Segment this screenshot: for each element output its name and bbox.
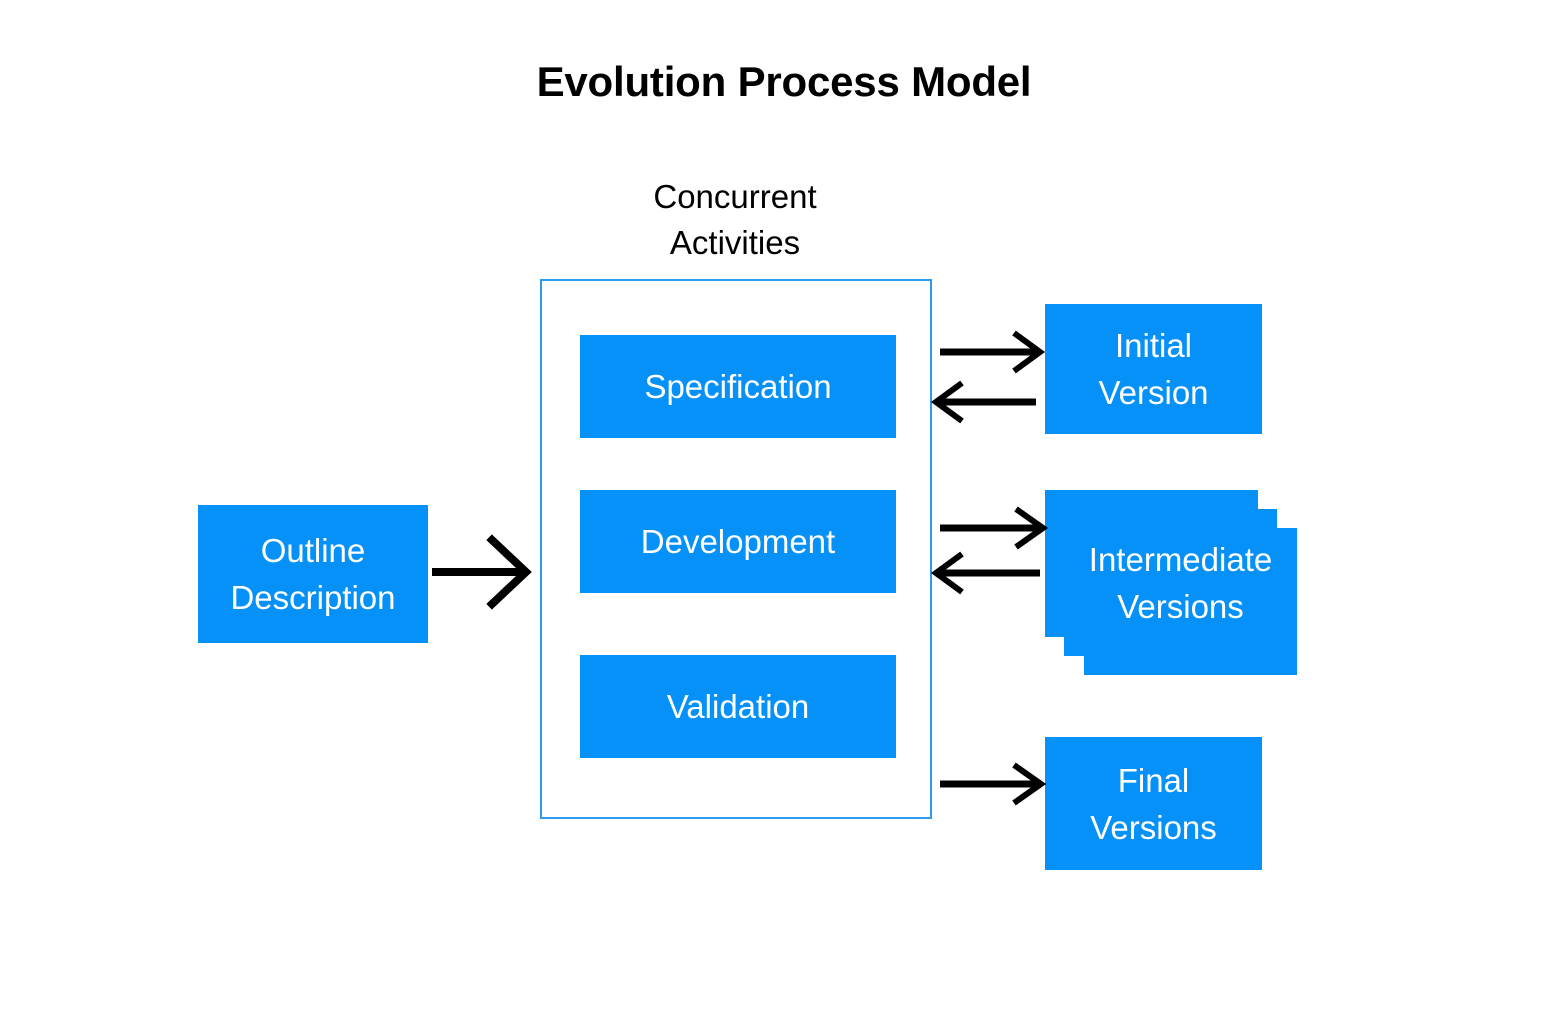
- initial-version-line-1: Initial: [1114, 327, 1193, 364]
- arrow-outline-to-activities-icon: [432, 534, 532, 610]
- intermediate-versions-label: Intermediate Versions: [1064, 509, 1297, 656]
- initial-version-line-2: Version: [1098, 374, 1209, 411]
- intermediate-versions-line-1: Intermediate: [1088, 540, 1273, 578]
- activity-box-validation[interactable]: Validation: [580, 655, 896, 758]
- caption-line-1: Concurrent: [653, 178, 817, 215]
- final-versions-line-1: Final: [1117, 761, 1190, 799]
- output-box-initial-version[interactable]: Initial Version: [1045, 304, 1262, 434]
- activity-label-specification: Specification: [644, 368, 832, 405]
- concurrent-activities-caption: Concurrent Activities: [560, 174, 910, 266]
- arrow-intermediate-versions-to-development-icon: [930, 551, 1040, 595]
- outline-description-label: Outline Description: [230, 527, 395, 621]
- final-versions-line-2: Versions: [1090, 808, 1217, 846]
- intermediate-versions-line-2: Versions: [1117, 587, 1244, 625]
- arrow-specification-to-initial-version-icon: [940, 330, 1046, 374]
- output-box-intermediate-versions[interactable]: Intermediate Versions: [1045, 490, 1305, 675]
- outline-description-line-2: Description: [230, 579, 396, 616]
- input-box-outline-description[interactable]: Outline Description: [198, 505, 428, 643]
- initial-version-label: Initial Version: [1098, 322, 1208, 416]
- activity-label-development: Development: [640, 523, 836, 560]
- final-versions-label: Final Versions: [1090, 757, 1217, 851]
- activity-box-development[interactable]: Development: [580, 490, 896, 593]
- output-box-final-versions[interactable]: Final Versions: [1045, 737, 1262, 870]
- page-title: Evolution Process Model: [536, 58, 1032, 105]
- intermediate-versions-sheet-front: [1084, 528, 1297, 675]
- outline-description-line-1: Outline: [260, 532, 366, 569]
- arrow-activities-to-final-versions-icon: [940, 762, 1047, 806]
- arrow-initial-version-to-specification-icon: [930, 380, 1036, 424]
- activity-box-specification[interactable]: Specification: [580, 335, 896, 438]
- activity-label-validation: Validation: [666, 688, 810, 725]
- arrow-development-to-intermediate-versions-icon: [940, 506, 1049, 550]
- caption-line-2: Activities: [669, 224, 801, 261]
